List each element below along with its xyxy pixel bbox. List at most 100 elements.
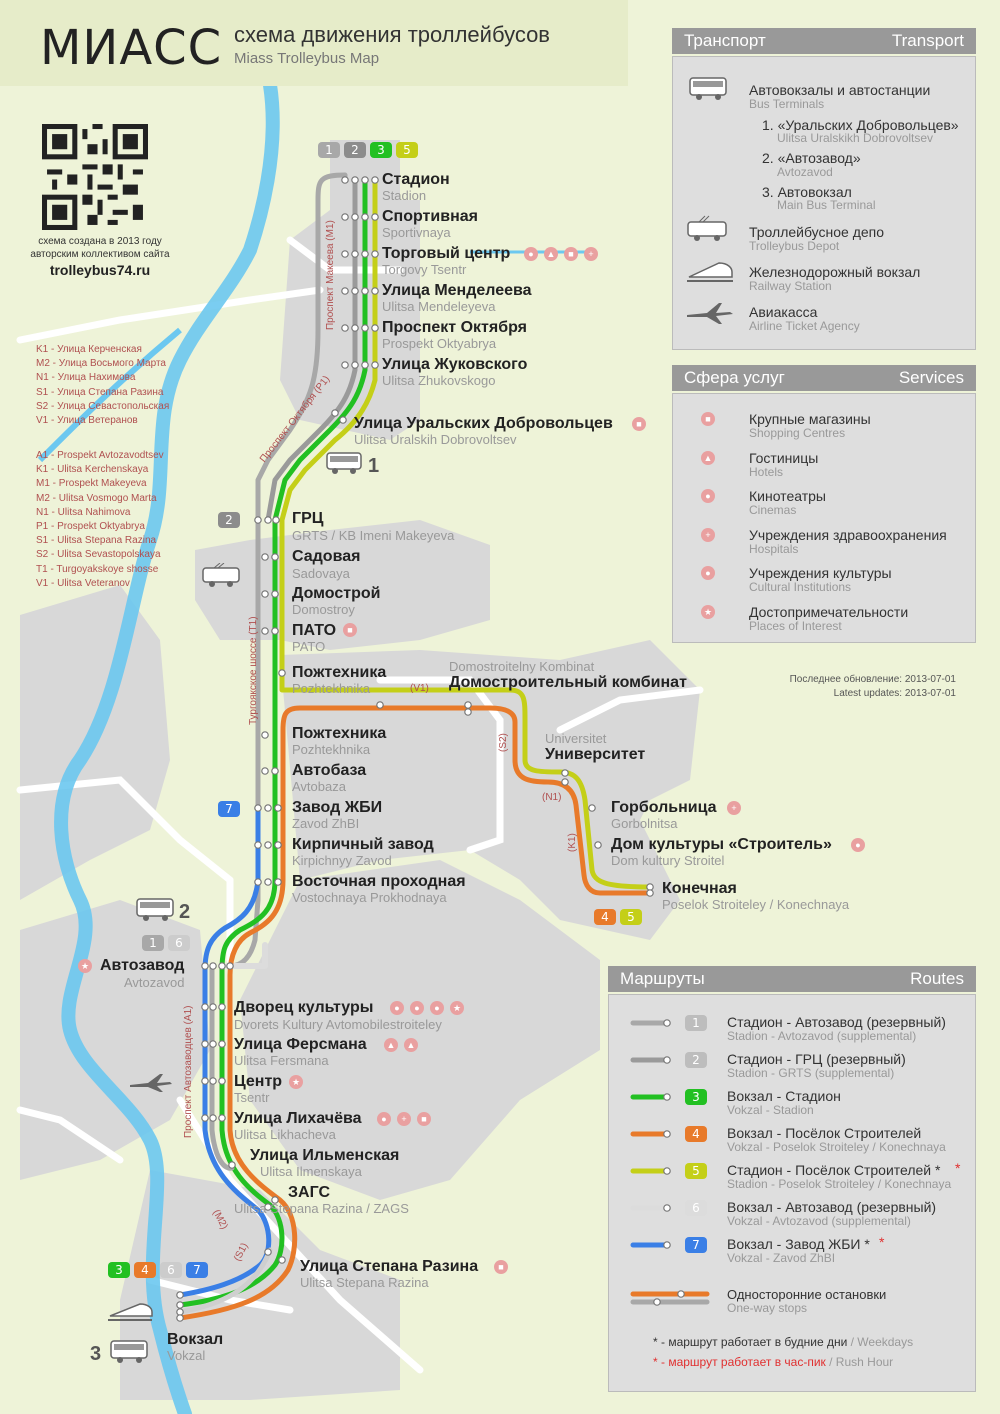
terminal-number-2: 2 (179, 901, 191, 923)
legend-terminal-3: 3. Автовокзал (762, 184, 852, 200)
route-4-line (177, 705, 653, 1321)
legend-hospitals-en: Hospitals (749, 542, 799, 556)
station-gorbolnitsa: Горбольница (611, 799, 717, 816)
route-7-rushhour-mark: * (879, 1234, 885, 1250)
legend-depot: Троллейбусное депо (749, 224, 885, 240)
route-2-name: Стадион - ГРЦ (резервный) (727, 1051, 906, 1067)
legend-bus-terminals: Автовокзалы и автостанции (749, 82, 931, 98)
legend-landmarks-en: Places of Interest (749, 619, 842, 633)
station-torgovy-tsentr: Торговый центр (382, 245, 511, 262)
bus-terminal-icon (689, 77, 727, 100)
street-en-item: P1 - Prospekt Oktyabrya (36, 521, 145, 533)
station-zhukovskogo-en: Ulitsa Zhukovskogo (382, 373, 496, 388)
route-4-name-en: Vokzal - Poselok Stroiteley / Konechnaya (727, 1140, 946, 1154)
hotel-icon: ▲ (384, 1038, 398, 1052)
station-oktyabrya: Проспект Октября (382, 319, 527, 336)
station-likhacheva: Улица Лихачёва (234, 1110, 362, 1127)
railway-station-icon (687, 262, 733, 282)
street-ru-item: V1 - Улица Ветеранов (36, 415, 138, 427)
street-legend-ru: K1 - Улица Керченская M2 - Улица Восьмог… (36, 343, 169, 428)
route-6-name: Вокзал - Автозавод (резервный) (727, 1199, 937, 1215)
cinema-icon: ● (524, 247, 538, 261)
legend-depot-en: Trolleybus Depot (749, 239, 840, 253)
station-vostochnaya-en: Vostochnaya Prokhodnaya (292, 890, 447, 905)
routes-header-en: Routes (910, 969, 964, 988)
station-sadovaya-en: Sadovaya (292, 566, 350, 581)
route-badge-6: 6 (160, 1262, 182, 1278)
station-konechnaya-en: Poselok Stroiteley / Konechnaya (662, 897, 850, 912)
legend-railway-en: Railway Station (749, 279, 832, 293)
station-fersmana: Улица Ферсмана (234, 1036, 367, 1053)
station-torgovy-tsentr-en: Torgovy Tsentr (382, 262, 467, 277)
culture-icon: ● (430, 1001, 444, 1015)
street-label-v1: (V1) (410, 683, 429, 694)
terminal-number-3: 3 (90, 1343, 102, 1365)
routes-panel: 1 Стадион - Автозавод (резервный) Stadio… (608, 994, 976, 1392)
transport-header-ru: Транспорт (684, 31, 766, 50)
legend-landmarks: Достопримечательности (749, 604, 909, 620)
landmark-icon: ★ (701, 605, 715, 619)
route-badge-4: 4 (134, 1262, 156, 1278)
station-zavod-zhbi: Завод ЖБИ (292, 799, 383, 816)
station-konechnaya: Конечная (662, 880, 737, 897)
legend-hospitals: Учреждения здравоохранения (749, 527, 947, 543)
route-5-name: Стадион - Посёлок Строителей * (727, 1162, 941, 1178)
station-likhacheva-en: Ulitsa Likhacheva (234, 1127, 336, 1142)
station-tsentr: Центр (234, 1073, 283, 1090)
route-4-name: Вокзал - Посёлок Строителей (727, 1125, 922, 1141)
credit-line2: авторским коллективом сайта (30, 249, 170, 260)
legend-railway: Железнодорожный вокзал (749, 264, 921, 280)
station-universitet: Университет (545, 746, 646, 763)
route-legend-badge-4: 4 (685, 1126, 707, 1142)
site-link[interactable]: trolleybus74.ru (49, 262, 151, 278)
hotel-icon: ▲ (701, 451, 715, 465)
transport-panel-header: Транспорт Transport (672, 28, 976, 54)
station-domostroy: Домострой (292, 585, 381, 602)
credit-line1: схема создана в 2013 году (38, 236, 162, 247)
services-header-ru: Сфера услуг (684, 368, 785, 387)
hotel-icon: ▲ (404, 1038, 418, 1052)
street-label-avtozavodtsev: Проспект Автозаводцев (A1) (183, 1005, 194, 1139)
station-zavod-zhbi-en: Zavod ZhBI (292, 816, 360, 831)
page-title: МИАСС (40, 20, 223, 76)
station-uralskih-dobrovoltsev: Улица Уральских Добровольцев (354, 415, 613, 432)
hospital-icon: + (701, 528, 715, 542)
station-vokzal-en: Vokzal (167, 1348, 206, 1363)
station-universitet-en: Universitet (545, 731, 607, 746)
station-mendeleyeva: Улица Менделеева (382, 282, 532, 299)
route-badge-4: 4 (594, 909, 616, 925)
legend-terminal-1-en: Ulitsa Uralskikh Dobrovoltsev (777, 131, 934, 145)
services-header-en: Services (898, 368, 964, 387)
station-dk-stroitel: Дом культуры «Строитель» (611, 836, 832, 853)
route-legend-badge-3: 3 (685, 1089, 707, 1105)
station-ilmenskaya: Улица Ильменская (250, 1147, 400, 1164)
street-en-item: V1 - Ulitsa Veteranov (36, 577, 130, 589)
station-sportivnaya-en: Sportivnaya (382, 225, 451, 240)
legend-airline-en: Airline Ticket Agency (749, 319, 860, 333)
route-5-line (279, 177, 653, 890)
station-vokzal: Вокзал (167, 1331, 224, 1348)
street-en-item: M2 - Ulitsa Vosmogo Marta (36, 492, 157, 504)
services-panel: ■ Крупные магазины Shopping Centres ▲ Го… (672, 393, 976, 643)
station-domostroy-en: Domostroy (292, 602, 355, 617)
route-badge-5: 5 (396, 142, 418, 158)
route-badge-7: 7 (218, 801, 240, 817)
airline-agency-icon (687, 303, 733, 324)
route-2-name-en: Stadion - GRTS (supplemental) (727, 1066, 895, 1080)
station-ilmenskaya-en: Ulitsa Ilmenskaya (260, 1164, 362, 1179)
shopping-icon: ■ (701, 412, 715, 426)
legend-terminal-3-en: Main Bus Terminal (777, 198, 876, 212)
bus-terminal-icon (326, 452, 362, 474)
railway-station-icon (108, 1303, 153, 1321)
station-uralskih-dobrovoltsev-en: Ulitsa Uralskih Dobrovoltsev (354, 432, 517, 447)
legend-hotels: Гостиницы (749, 450, 819, 466)
route-badge-2: 2 (218, 512, 240, 528)
hospital-icon: + (584, 247, 598, 261)
station-dsk: Домостроительный комбинат (449, 674, 687, 691)
route-badge-1: 1 (142, 935, 164, 951)
culture-icon: ● (851, 838, 865, 852)
station-avtobaza-en: Avtobaza (292, 779, 346, 794)
street-label-turgoyak: Тургоякское шоссе (T1) (248, 616, 259, 725)
route-badge-2: 2 (344, 142, 366, 158)
station-dvorets-kultury: Дворец культуры (234, 999, 374, 1016)
